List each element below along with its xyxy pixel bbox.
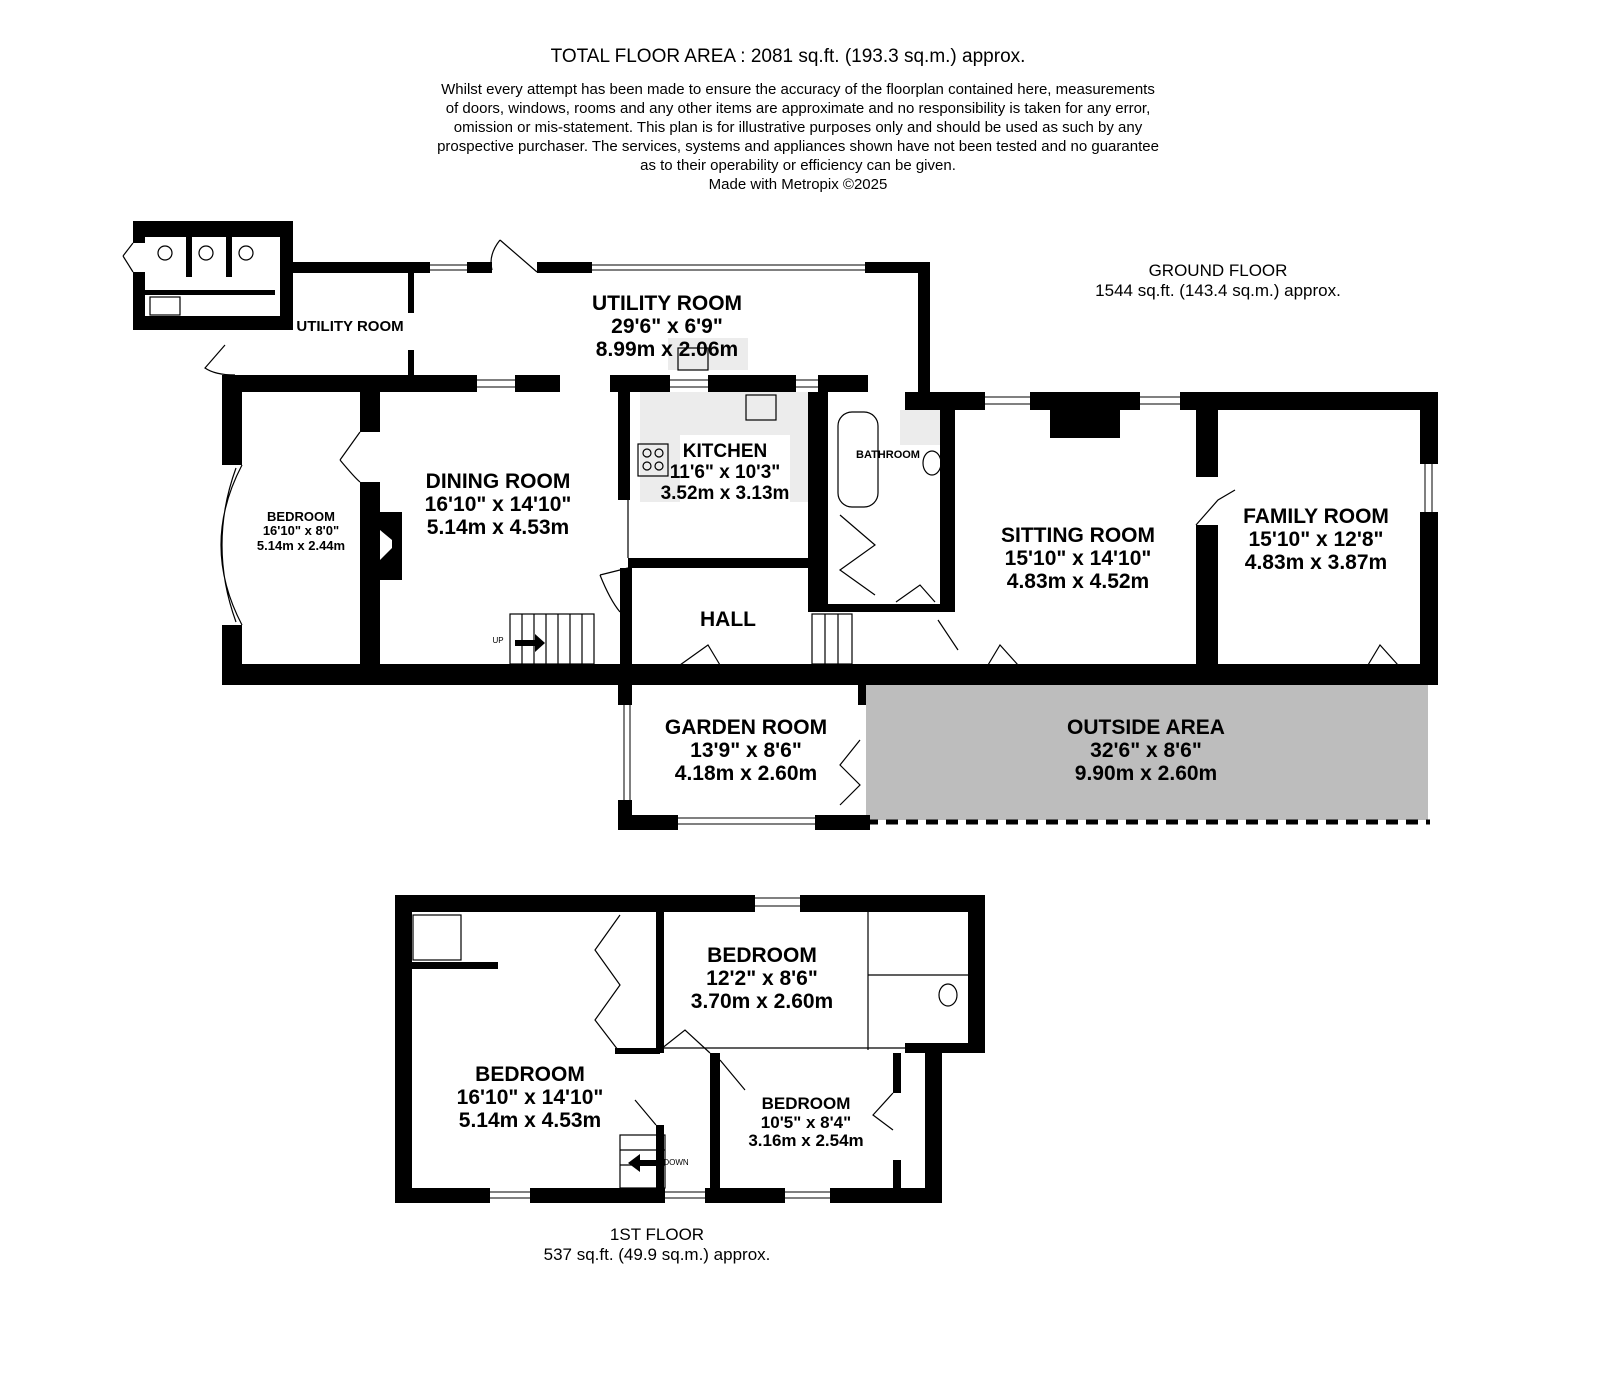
disclaimer-line: Whilst every attempt has been made to en…	[441, 81, 1155, 98]
room-utility-room-small: UTILITY ROOM	[296, 318, 404, 336]
room-imperial: 11'6" x 10'3"	[669, 461, 781, 483]
total-floor-area: TOTAL FLOOR AREA : 2081 sq.ft. (193.3 sq…	[550, 46, 1026, 67]
room-hall: HALL	[700, 608, 756, 631]
outside-area-fill	[866, 685, 1428, 820]
room-metric: 3.52m x 3.13m	[660, 482, 790, 504]
room-imperial: 15'10" x 14'10"	[1004, 547, 1152, 571]
floor-name: 1ST FLOOR	[609, 1225, 705, 1244]
room-name: BEDROOM	[707, 944, 817, 967]
room-metric: 4.18m x 2.60m	[674, 762, 818, 786]
room-metric: 3.16m x 2.54m	[748, 1131, 864, 1151]
room-imperial: 16'10" x 14'10"	[456, 1086, 604, 1110]
room-name: UTILITY ROOM	[591, 292, 743, 315]
room-name: FAMILY ROOM	[1243, 505, 1389, 528]
room-name: OUTSIDE AREA	[1067, 716, 1225, 739]
stairs-down-arrow-icon	[628, 1154, 660, 1172]
room-imperial: 29'6" x 6'9"	[611, 315, 723, 339]
floor-area: 537 sq.ft. (49.9 sq.m.) approx.	[543, 1245, 771, 1264]
room-name: BEDROOM	[267, 509, 335, 524]
room-imperial: 12'2" x 8'6"	[706, 967, 818, 991]
room-metric: 5.14m x 4.53m	[458, 1109, 602, 1133]
disclaimer-line: prospective purchaser. The services, sys…	[437, 138, 1159, 155]
room-imperial: 13'9" x 8'6"	[690, 739, 802, 763]
room-name: SITTING ROOM	[1001, 524, 1155, 547]
room-metric: 5.14m x 2.44m	[256, 537, 346, 553]
disclaimer: Whilst every attempt has been made to en…	[0, 80, 1598, 194]
metropix-credit: Made with Metropix ©2025	[708, 176, 888, 193]
room-name: GARDEN ROOM	[664, 716, 828, 739]
room-name: DINING ROOM	[425, 470, 571, 493]
room-metric: 4.83m x 4.52m	[1006, 570, 1150, 594]
room-name: KITCHEN	[682, 441, 768, 462]
floor-area: 1544 sq.ft. (143.4 sq.m.) approx.	[1095, 281, 1341, 300]
stairs-up-label: UP	[492, 636, 504, 645]
room-name: HALL	[700, 608, 756, 631]
room-bathroom: BATHROOM	[856, 449, 920, 461]
stairs-up-arrow-icon	[515, 634, 545, 652]
room-imperial: 32'6" x 8'6"	[1090, 739, 1202, 763]
room-imperial: 15'10" x 12'8"	[1248, 528, 1384, 552]
stairs-down-label: DOWN	[663, 1158, 689, 1167]
room-metric: 4.83m x 3.87m	[1244, 551, 1388, 575]
room-name: BEDROOM	[761, 1094, 851, 1113]
disclaimer-line: as to their operability or efficiency ca…	[640, 157, 956, 174]
floor-name: GROUND FLOOR	[1148, 261, 1288, 280]
windows	[430, 264, 1433, 1199]
room-metric: 5.14m x 4.53m	[426, 516, 570, 540]
room-metric: 3.70m x 2.60m	[690, 990, 834, 1014]
room-metric: 8.99m x 2.06m	[595, 338, 739, 362]
walls	[133, 221, 1438, 1203]
room-metric: 9.90m x 2.60m	[1074, 762, 1218, 786]
fixtures-and-doors	[122, 239, 1399, 1189]
room-imperial: 16'10" x 8'0"	[262, 523, 340, 539]
room-name: BEDROOM	[475, 1063, 585, 1086]
room-imperial: 16'10" x 14'10"	[424, 493, 572, 517]
room-name: UTILITY ROOM	[296, 318, 404, 335]
room-imperial: 10'5" x 8'4"	[760, 1112, 852, 1132]
room-name: BATHROOM	[856, 449, 920, 461]
disclaimer-line: omission or mis-statement. This plan is …	[453, 119, 1143, 136]
disclaimer-line: of doors, windows, rooms and any other i…	[445, 100, 1151, 117]
